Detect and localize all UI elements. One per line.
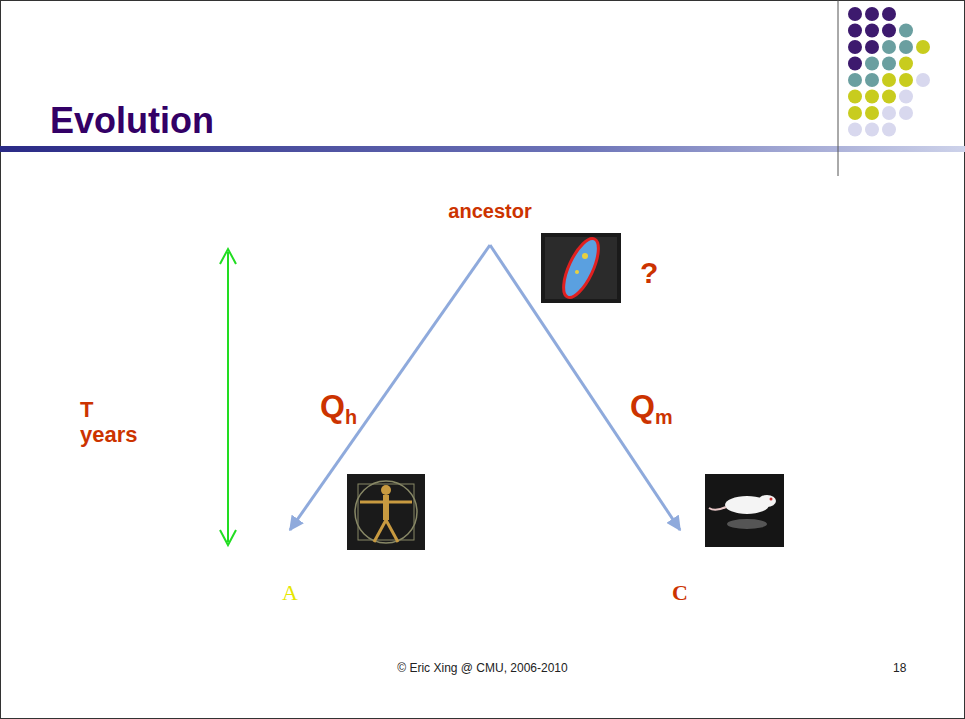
corner-dot: [899, 73, 913, 87]
corner-dot: [882, 40, 896, 54]
corner-dot: [848, 123, 862, 137]
corner-dot: [848, 57, 862, 71]
rate-matrix-label: Qh: [318, 388, 359, 429]
corner-dot: [899, 40, 913, 54]
corner-dot: [899, 57, 913, 71]
corner-dot: [899, 24, 913, 38]
corner-dot: [882, 24, 896, 38]
corner-dot: [865, 24, 879, 38]
tree-node: C: [660, 530, 700, 608]
corner-dot: [916, 73, 930, 87]
tree-node: ancestor: [400, 194, 580, 245]
rate-matrix-subscript: h: [345, 406, 357, 428]
corner-dot: [882, 90, 896, 104]
human-picture: [347, 474, 425, 550]
bacterium-picture: [541, 233, 621, 303]
node-label: A: [270, 580, 310, 606]
rate-matrix-label: Qm: [628, 388, 675, 429]
corner-dot: [899, 106, 913, 120]
time-arrow-head: [220, 249, 236, 264]
node-label: C: [660, 580, 700, 606]
slide-label: ?: [640, 256, 658, 290]
node-label: ancestor: [400, 200, 580, 223]
corner-dot: [882, 106, 896, 120]
corner-dot: [882, 73, 896, 87]
title-bar: [0, 146, 965, 152]
evolution-branch: [490, 245, 680, 530]
slide-label: 18: [893, 661, 906, 675]
tree-node: A: [270, 530, 310, 608]
corner-dot: [848, 24, 862, 38]
corner-dot: [865, 7, 879, 21]
corner-dot: [865, 40, 879, 54]
corner-dot: [848, 90, 862, 104]
rate-matrix-letter: Q: [320, 388, 345, 424]
rate-matrix-subscript: m: [655, 406, 673, 428]
slide-title: Evolution: [50, 100, 214, 142]
corner-dot: [865, 57, 879, 71]
corner-dot: [865, 123, 879, 137]
time-arrow-head: [220, 530, 236, 545]
slide-label: T years: [80, 397, 150, 448]
corner-dot: [865, 106, 879, 120]
corner-dot: [865, 90, 879, 104]
rat-picture: [705, 474, 784, 547]
dot-grid: [848, 7, 930, 137]
corner-dot: [882, 123, 896, 137]
corner-dot: [848, 73, 862, 87]
corner-dot: [882, 7, 896, 21]
corner-dot: [916, 40, 930, 54]
corner-dot: [865, 73, 879, 87]
corner-dot: [848, 106, 862, 120]
time-arrow: [227, 252, 229, 542]
evolution-branch: [290, 245, 490, 530]
slide-label: © Eric Xing @ CMU, 2006-2010: [0, 661, 965, 675]
corner-dot: [848, 7, 862, 21]
corner-dot: [882, 57, 896, 71]
rate-matrix-letter: Q: [630, 388, 655, 424]
corner-dot: [848, 40, 862, 54]
corner-dot: [899, 90, 913, 104]
corner-rule: [838, 0, 839, 176]
